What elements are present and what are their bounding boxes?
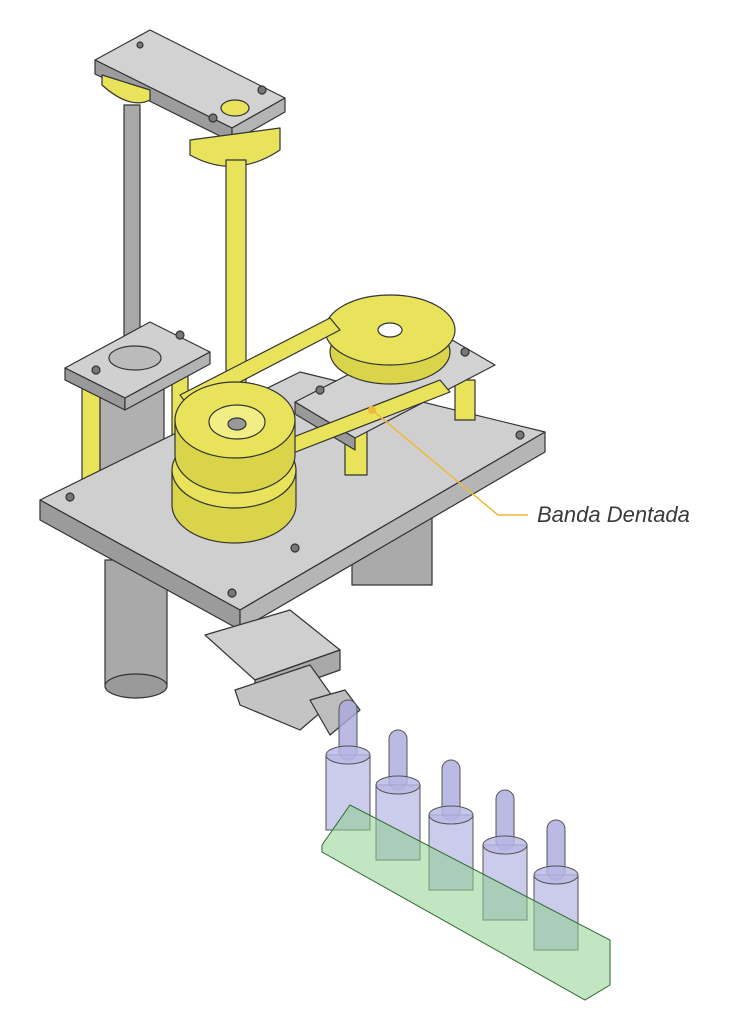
driven-pulley — [324, 294, 456, 385]
gripper — [204, 609, 361, 736]
top-plate — [94, 29, 286, 143]
callout-dot — [368, 406, 376, 414]
tube-rack — [321, 699, 611, 1001]
rod-support-block — [64, 321, 211, 411]
drive-pulley — [171, 381, 297, 544]
green-tray — [321, 804, 611, 1001]
callout-leader-line — [371, 409, 528, 516]
callout-label-banda-dentada: Banda Dentada — [537, 502, 690, 527]
threaded-rod — [123, 104, 141, 356]
